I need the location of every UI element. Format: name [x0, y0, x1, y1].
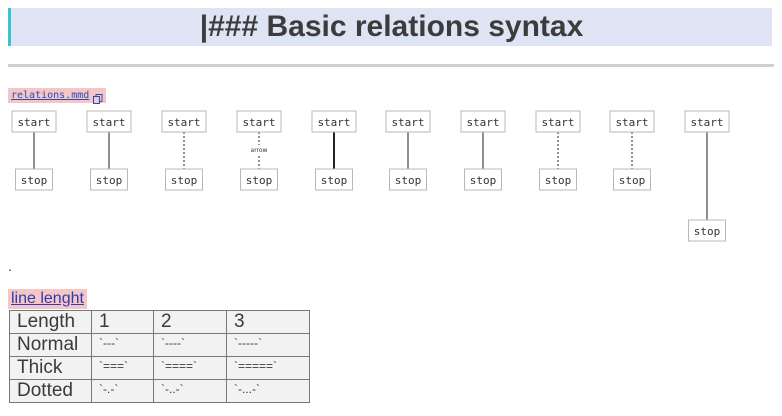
stop-node: stop	[165, 168, 203, 191]
start-node-label: start	[466, 116, 499, 129]
start-node-label: start	[690, 116, 723, 129]
stop-node: stop	[464, 168, 502, 191]
line-length-label: line lenght	[8, 289, 87, 309]
copy-icon[interactable]	[93, 91, 103, 104]
start-node: start	[535, 110, 581, 133]
stop-node: stop	[688, 219, 726, 242]
table-cell: `====`	[153, 356, 227, 380]
start-node-box	[236, 110, 282, 133]
stop-node: stop	[240, 168, 278, 191]
start-node: start	[460, 110, 506, 133]
stop-node-label: stop	[21, 174, 48, 187]
table-header-row: Length 1 2 3	[9, 310, 310, 334]
stop-node-label: stop	[96, 174, 123, 187]
stop-node-box	[613, 168, 651, 191]
table-cell: `-...-`	[226, 379, 310, 403]
start-node: start	[684, 110, 730, 133]
start-node-label: start	[391, 116, 424, 129]
stop-node: stop	[613, 168, 651, 191]
stop-node-box	[688, 219, 726, 242]
stop-node-box	[315, 168, 353, 191]
stop-node-label: stop	[246, 174, 273, 187]
stop-node: stop	[315, 168, 353, 191]
stop-node: stop	[90, 168, 128, 191]
stop-node-label: stop	[470, 174, 497, 187]
page-title: |### Basic relations syntax	[199, 10, 584, 43]
stop-node-label: stop	[619, 174, 646, 187]
table-cell: 1	[91, 310, 154, 334]
start-node-box	[385, 110, 431, 133]
horizontal-rule	[8, 64, 774, 67]
table-row: Normal `---` `----` `-----`	[9, 333, 310, 357]
stop-node-box	[165, 168, 203, 191]
relations-diagram: start stop start stop start stop arrow start sto…	[11, 110, 730, 242]
file-link[interactable]: relations.mmd	[11, 90, 90, 101]
edge-label: arrow	[251, 147, 268, 154]
start-node-box	[161, 110, 207, 133]
start-node: start	[311, 110, 357, 133]
table-cell: Normal	[9, 333, 92, 357]
start-node-box	[86, 110, 132, 133]
stop-node-box	[464, 168, 502, 191]
heading-bar: |### Basic relations syntax	[8, 8, 772, 46]
stop-node: stop	[539, 168, 577, 191]
start-node: start	[385, 110, 431, 133]
table-cell: Thick	[9, 356, 92, 380]
stop-node-label: stop	[171, 174, 198, 187]
table-cell: `----`	[153, 333, 227, 357]
table-cell: `===`	[91, 356, 154, 380]
start-node: start	[236, 110, 282, 133]
stop-node-label: stop	[694, 225, 721, 238]
stop-node-label: stop	[321, 174, 348, 187]
file-tag: relations.mmd	[8, 88, 107, 104]
stop-node-box	[240, 168, 278, 191]
stop-node: stop	[389, 168, 427, 191]
stop-node-box	[539, 168, 577, 191]
table-cell: Dotted	[9, 379, 92, 403]
table-cell: `-..-`	[153, 379, 227, 403]
table-cell: Length	[9, 310, 92, 334]
start-node-label: start	[92, 116, 125, 129]
table-cell: `=====`	[226, 356, 310, 380]
table-cell: `---`	[91, 333, 154, 357]
line-length-table: Length 1 2 3 Normal `---` `----` `-----`…	[9, 310, 310, 403]
edge-label-bg	[247, 145, 271, 154]
start-node-label: start	[317, 116, 350, 129]
stop-node-box	[15, 168, 53, 191]
start-node-label: start	[615, 116, 648, 129]
stop-node-label: stop	[395, 174, 422, 187]
table-cell: `-.-`	[91, 379, 154, 403]
start-node-box	[460, 110, 506, 133]
table-cell: `-----`	[226, 333, 310, 357]
start-node-box	[311, 110, 357, 133]
start-node-label: start	[242, 116, 275, 129]
table-cell: 2	[153, 310, 227, 334]
start-node-label: start	[541, 116, 574, 129]
start-node: start	[161, 110, 207, 133]
stop-node-label: stop	[545, 174, 572, 187]
table-row: Thick `===` `====` `=====`	[9, 356, 310, 380]
start-node: start	[11, 110, 57, 133]
start-node-label: start	[17, 116, 50, 129]
start-node-box	[684, 110, 730, 133]
dot-text: .	[8, 258, 12, 274]
stop-node-box	[389, 168, 427, 191]
start-node-box	[11, 110, 57, 133]
stop-node: stop	[15, 168, 53, 191]
table-cell: 3	[226, 310, 310, 334]
start-node-box	[609, 110, 655, 133]
line-length-link[interactable]: line lenght	[11, 290, 84, 307]
start-node-label: start	[167, 116, 200, 129]
start-node-box	[535, 110, 581, 133]
stop-node-box	[90, 168, 128, 191]
start-node: start	[609, 110, 655, 133]
table-row: Dotted `-.-` `-..-` `-...-`	[9, 379, 310, 403]
start-node: start	[86, 110, 132, 133]
